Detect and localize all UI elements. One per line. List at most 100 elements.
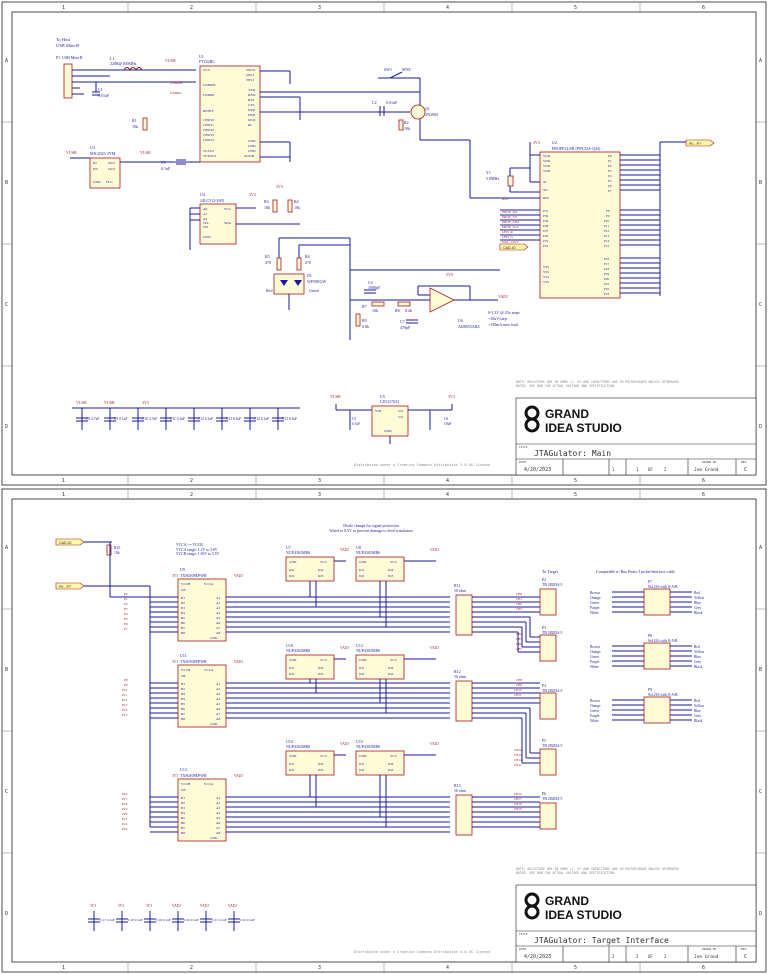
svg-text:IO2: IO2 xyxy=(289,768,295,772)
svg-text:P16: P16 xyxy=(604,257,609,261)
u12-part: NUP4302MR6 xyxy=(356,648,380,653)
p1-part: USB Mini-B xyxy=(62,55,83,60)
svg-text:CH5: CH5 xyxy=(516,637,522,641)
resistor-r8: R8 8.2k xyxy=(395,301,412,313)
svg-text:A1: A1 xyxy=(203,212,208,216)
svg-text:P22: P22 xyxy=(604,287,609,291)
svg-text:P28: P28 xyxy=(543,224,548,228)
cap-label: C9 0.1uF xyxy=(114,417,127,421)
zone-number: 5 xyxy=(574,5,577,11)
svg-text:Brown: Brown xyxy=(590,699,600,703)
svg-text:P15: P15 xyxy=(122,713,128,717)
svg-text:CBUS2: CBUS2 xyxy=(203,128,214,132)
r12-value: 10 ohm xyxy=(454,674,467,679)
svg-text:IO2: IO2 xyxy=(359,574,365,578)
svg-text:P7: P7 xyxy=(608,189,612,193)
r10-refdes: R10 xyxy=(114,546,120,550)
resistor-r1: R1 10k xyxy=(132,117,148,131)
svg-text:RXD: RXD xyxy=(248,93,256,97)
svg-text:IO2: IO2 xyxy=(359,672,365,676)
svg-text:TITLE: TITLE xyxy=(519,445,528,449)
svg-text:CH0: CH0 xyxy=(516,592,522,596)
svg-text:CBUS1: CBUS1 xyxy=(203,123,214,127)
svg-text:P14: P14 xyxy=(604,239,609,243)
svg-text:P14: P14 xyxy=(122,708,128,712)
svg-text:P21: P21 xyxy=(122,817,128,821)
svg-text:GND: GND xyxy=(210,836,218,840)
svg-text:P21: P21 xyxy=(604,282,609,286)
svg-text:3V3: 3V3 xyxy=(533,140,540,145)
u1-refdes: U1 xyxy=(199,54,204,59)
logo-line1: GRAND xyxy=(545,407,589,421)
svg-text:A2: A2 xyxy=(216,601,220,605)
resistor-r4: R4 10k xyxy=(287,199,300,213)
capacitor-c1: C1 0.01uF xyxy=(92,82,110,98)
zone-number: 4 xyxy=(446,965,449,971)
schematic-canvas-target: 1 2 3 4 5 6 1 2 3 4 5 6 A B C D A B C D … xyxy=(1,488,767,973)
svg-text:P12: P12 xyxy=(604,229,609,233)
diode-clamp-note: Diode clamps for signal protection Wired… xyxy=(329,523,413,533)
svg-text:P25: P25 xyxy=(543,239,548,243)
u9-part: TXS0108EPWR xyxy=(180,573,207,578)
svg-text:Blue: Blue xyxy=(694,655,701,659)
svg-text:B5: B5 xyxy=(181,616,185,620)
svg-text:+10uV/step: +10uV/step xyxy=(488,316,507,321)
svg-text:SDA: SDA xyxy=(224,221,231,225)
svg-text:P17: P17 xyxy=(604,262,609,266)
svg-text:P20: P20 xyxy=(122,812,128,816)
svg-text:VADJ: VADJ xyxy=(340,742,349,746)
drawn-by: Joe Grand xyxy=(694,954,719,960)
svg-text:P18: P18 xyxy=(122,802,128,806)
svg-text:IO3: IO3 xyxy=(318,672,324,676)
zone-letter: A xyxy=(5,545,8,551)
svg-text:White: White xyxy=(590,665,599,669)
u5-part: LD1117S33 xyxy=(380,399,399,404)
svg-text:Grey: Grey xyxy=(694,660,701,664)
svg-text:VADJ: VADJ xyxy=(340,548,349,552)
svg-text:B7: B7 xyxy=(181,826,185,830)
svg-text:P5: P5 xyxy=(608,179,612,183)
svg-text:IO1: IO1 xyxy=(289,666,295,670)
svg-text:VCC: VCC xyxy=(320,658,328,662)
net-label-p0-p7-target: P0 - P7 xyxy=(55,582,151,827)
svg-text:DCD: DCD xyxy=(248,118,256,122)
svg-text:B3: B3 xyxy=(181,606,185,610)
r1-value: 10k xyxy=(132,124,138,129)
svg-text:IO4: IO4 xyxy=(388,666,394,670)
usb-host-label: To Host xyxy=(56,37,71,42)
q1-part: 2N3904 xyxy=(425,112,438,117)
svg-text:3V3: 3V3 xyxy=(249,192,256,197)
svg-text:Yellow: Yellow xyxy=(694,650,705,654)
svg-text:P1: P1 xyxy=(124,597,128,601)
svg-text:1: 1 xyxy=(636,467,639,472)
r6-refdes: R6 xyxy=(305,254,310,259)
svg-text:P5: P5 xyxy=(124,617,128,621)
svg-text:A6: A6 xyxy=(216,621,220,625)
svg-text:CH3: CH3 xyxy=(516,607,522,611)
svg-text:CH11: CH11 xyxy=(514,693,522,697)
svg-text:P30: P30 xyxy=(543,214,548,218)
svg-text:VADJ: VADJ xyxy=(172,904,181,908)
svg-text:3V3: 3V3 xyxy=(142,400,149,405)
d1-refdes: D1 xyxy=(307,273,312,278)
grand-idea-studio-logo: GRAND IDEA STUDIO xyxy=(524,405,622,435)
svg-text:VADJ: VADJ xyxy=(498,294,508,299)
svg-text:A3: A3 xyxy=(216,806,220,810)
svg-text:Blue: Blue xyxy=(694,709,701,713)
svg-text:USBDM: USBDM xyxy=(170,81,183,85)
svg-text:IO4: IO4 xyxy=(318,568,324,572)
u3-part: MIC2025-2YM xyxy=(90,151,116,156)
u1-part: FT232RL xyxy=(199,59,215,64)
svg-text:B6: B6 xyxy=(181,621,185,625)
svg-text:VUSB: VUSB xyxy=(330,394,341,399)
net-label-cad: CAD-IO xyxy=(499,243,529,251)
u14-refdes: U14 xyxy=(286,739,293,744)
drawn-by-label: DRAWN BY xyxy=(702,460,717,464)
zone-number: 1 xyxy=(62,492,65,498)
p4-part: TB 282834-5 xyxy=(542,689,562,693)
usb-type-label: USB Mini-B xyxy=(56,43,79,48)
svg-text:B4: B4 xyxy=(181,811,185,815)
schematic-sheet-main: 1 2 3 4 5 6 1 2 3 4 5 6 A B C D A B C D … xyxy=(0,0,768,487)
svg-text:GND: GND xyxy=(384,429,392,433)
svg-text:3V3: 3V3 xyxy=(146,904,152,908)
